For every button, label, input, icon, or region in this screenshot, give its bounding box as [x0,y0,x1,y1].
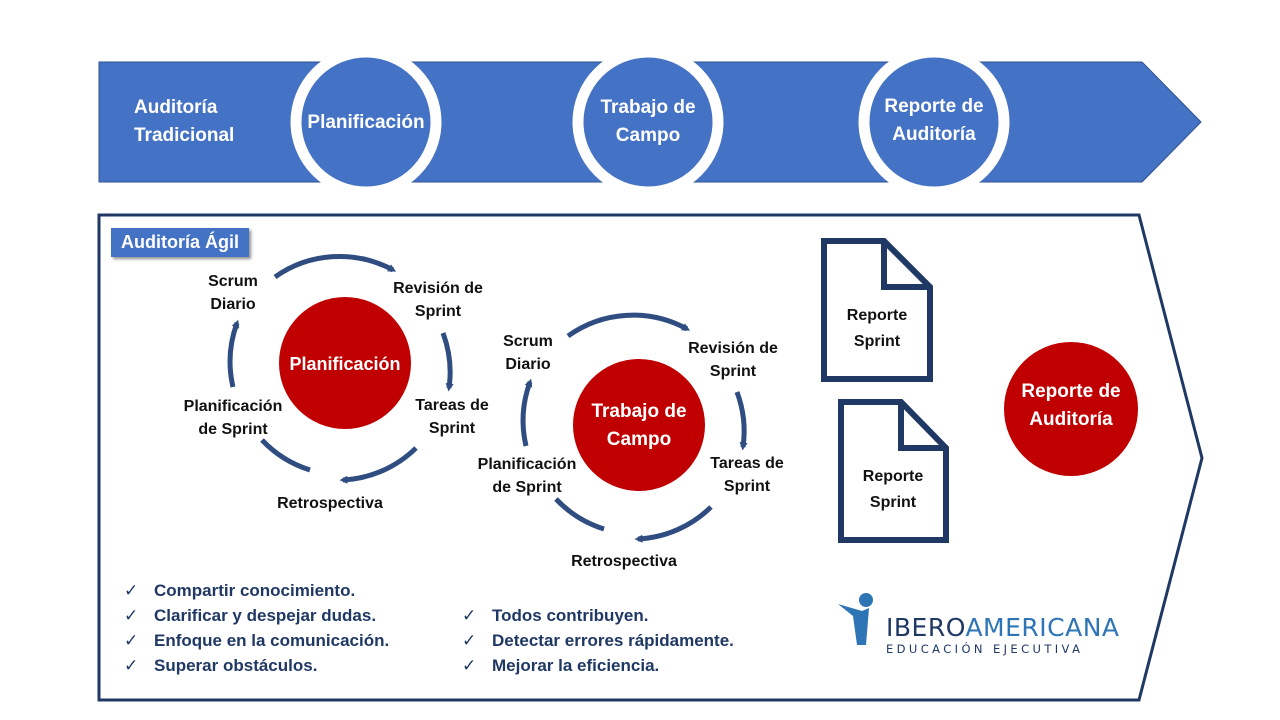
checkmark-icon: ✓ [462,605,477,625]
ibero-logo: IBEROAMERICANA EDUCACIÓN EJECUTIVA [886,613,1120,656]
agile-badge: Auditoría Ágil [111,228,249,257]
cycle1-arrow-right [440,332,454,392]
final-report-label: Reporte de Auditoría [1021,381,1121,430]
checkmark-icon: ✓ [124,580,139,600]
cycle2-label-tareas-sprint: Tareas de Sprint [710,455,784,496]
benefit-item: ✓Detectar errores rápidamente. [462,630,734,650]
traditional-audit-arrow-graphic [98,46,1202,198]
stage-circle-planificacion [290,46,442,198]
benefit-item: ✓Enfoque en la comunicación. [124,630,390,650]
benefit-item: ✓Todos contribuyen. [462,605,649,625]
cycle1-label-planificacion-sprint: Planificación de Sprint [183,398,283,439]
cycle1-center-circle [279,297,411,429]
benefit-item: ✓Superar obstáculos. [124,655,318,675]
ibero-logo-icon [838,593,873,645]
cycle2-arrow-bottom [634,505,713,543]
stage-circle-reporte [858,46,1010,198]
cycle1-label-retrospectiva: Retrospectiva [277,495,383,512]
benefit-item: ✓Clarificar y despejar dudas. [124,605,377,625]
cycle2-arrows [520,312,748,543]
sprint-report-label: Reporte Sprint [846,307,908,350]
benefits-list-right: ✓Todos contribuyen. ✓Detectar errores rá… [462,603,734,678]
stage-circle-trabajo-campo [572,46,724,198]
document-icon [821,238,933,382]
cycle2-center-label: Trabajo de Campo [591,401,687,450]
cycle2-center-circle [573,359,705,491]
checkmark-icon: ✓ [124,655,139,675]
cycle1-label-tareas-sprint: Tareas de Sprint [415,397,489,438]
cycle2-label-scrum-diario: Scrum Diario [503,333,553,374]
final-report-circle [1004,342,1138,476]
cycle1-arrow-left-upper [227,319,240,388]
sprint-report-label: Reporte Sprint [862,468,924,511]
traditional-label: Auditoría Tradicional [134,97,235,146]
cycle2-label-retrospectiva: Retrospectiva [571,553,677,570]
stage-reporte-label: Reporte de Auditoría [884,96,984,145]
logo-subtitle: EDUCACIÓN EJECUTIVA [886,642,1084,656]
cycle1-arrow-top [273,253,397,280]
cycle2-arrow-top [566,312,691,339]
checkmark-icon: ✓ [462,655,477,675]
cycle2-label-revision-sprint: Revisión de Sprint [688,340,778,381]
checkmark-icon: ✓ [462,630,477,650]
cycle1-arrows [227,253,454,484]
cycle2-label-planificacion-sprint: Planificación de Sprint [477,456,577,497]
cycle2-arrow-left-lower [554,497,605,532]
document-icon [838,399,949,543]
cycle1-arrow-left-lower [260,438,311,473]
checkmark-icon: ✓ [124,630,139,650]
cycle2-arrow-right [734,391,748,451]
benefit-item: ✓Compartir conocimiento. [124,580,356,600]
cycle1-label-scrum-diario: Scrum Diario [208,273,258,314]
stage-trabajo-campo-label: Trabajo de Campo [600,97,696,146]
benefit-item: ✓Mejorar la eficiencia. [462,655,660,675]
checkmark-icon: ✓ [124,605,139,625]
logo-wordmark: IBEROAMERICANA [886,613,1120,642]
cycle1-arrow-bottom [339,446,418,484]
cycle1-label-revision-sprint: Revisión de Sprint [393,280,483,321]
cycle1-center-label: Planificación [289,354,401,374]
stage-planificacion-label: Planificación [307,112,425,133]
benefits-list-left: ✓Compartir conocimiento. ✓Clarificar y d… [124,578,389,678]
cycle2-arrow-left-upper [520,378,533,447]
